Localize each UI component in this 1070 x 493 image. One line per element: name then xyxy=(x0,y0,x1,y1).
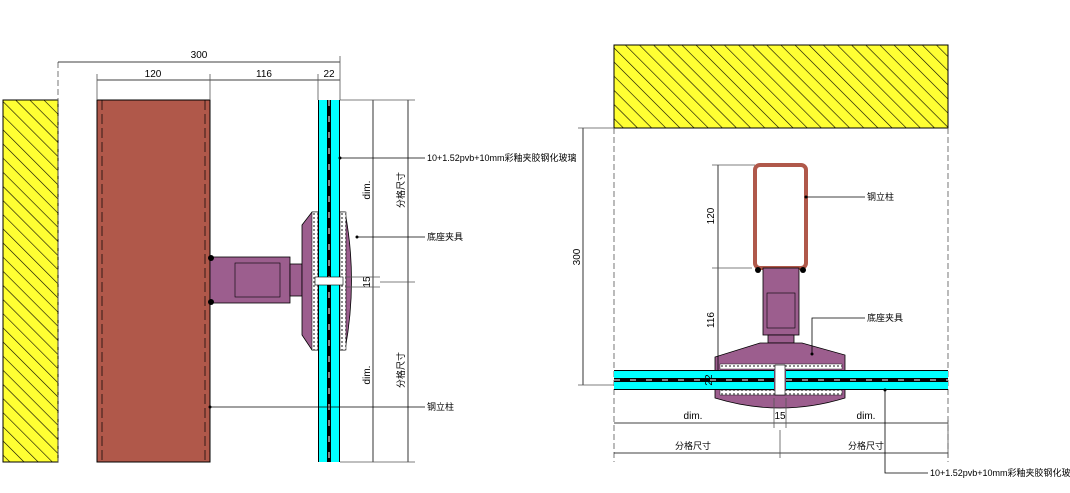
concrete-slab xyxy=(613,44,949,129)
label-glass: 10+1.52pvb+10mm彩釉夹胶钢化玻璃 xyxy=(930,467,1070,478)
dim-arm: 116 xyxy=(256,69,272,80)
dim-arm: 116 xyxy=(706,312,717,328)
dim-total: 300 xyxy=(572,248,583,265)
dim-gap: 15 xyxy=(774,411,786,422)
dim-right: dim. xyxy=(857,411,876,422)
concrete-wall xyxy=(2,99,59,463)
dim-column: 120 xyxy=(706,207,717,224)
dim-left: dim. xyxy=(684,411,703,422)
dim-column: 120 xyxy=(145,69,162,80)
grid-left: 分格尺寸 xyxy=(675,440,711,451)
label-clamp: 底座夹具 xyxy=(867,312,903,323)
label-column: 钢立柱 xyxy=(427,401,454,412)
dim-lower: dim. xyxy=(362,366,373,385)
grid-upper: 分格尺寸 xyxy=(395,172,406,208)
laminated-glass-horizontal xyxy=(614,370,948,390)
steel-column xyxy=(96,99,211,463)
steel-column-section xyxy=(753,163,808,270)
grid-lower: 分格尺寸 xyxy=(395,352,406,388)
clamp-arm xyxy=(208,255,303,305)
grid-right: 分格尺寸 xyxy=(848,440,884,451)
dim-glass: 22 xyxy=(704,374,715,386)
dim-gap: 15 xyxy=(362,276,373,288)
dim-total: 300 xyxy=(191,50,208,61)
dim-glass: 22 xyxy=(323,69,335,80)
dim-upper: dim. xyxy=(362,181,373,200)
clamp-arm xyxy=(755,267,806,344)
label-column: 钢立柱 xyxy=(867,191,894,202)
left-plan-view: 300 120 116 22 dim. dim. 分格尺寸 分格尺寸 15 10… xyxy=(2,50,577,463)
right-plan-view: 300 120 116 22 dim. 15 dim. 分格尺寸 分格尺寸 钢立… xyxy=(572,44,1070,478)
label-glass: 10+1.52pvb+10mm彩釉夹胶钢化玻璃 xyxy=(427,152,577,163)
label-clamp: 底座夹具 xyxy=(427,231,463,242)
